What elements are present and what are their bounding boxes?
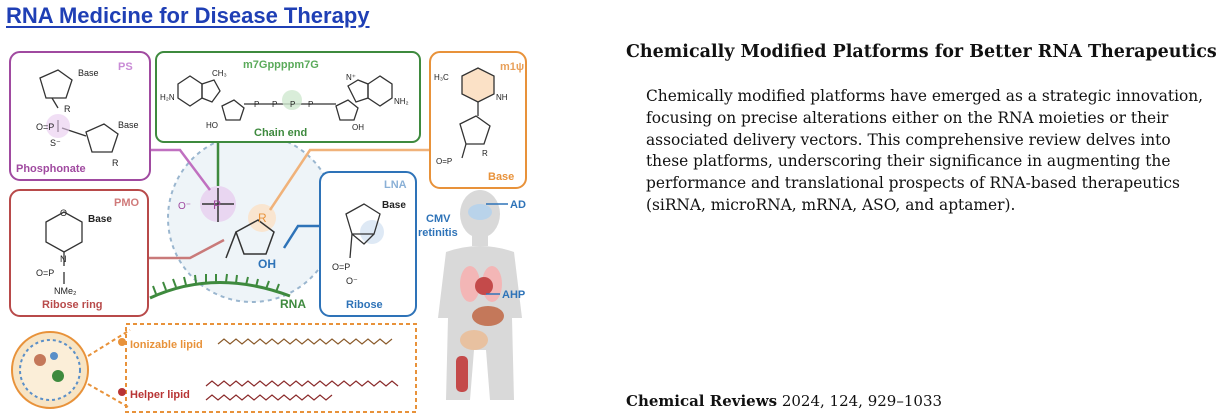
ps-r-2: R: [112, 158, 119, 168]
lna-o-eq-p: O=P: [332, 262, 350, 272]
connector-base: [268, 148, 432, 211]
lna-panel: [319, 171, 417, 317]
pmo-o-eq-p: O=P: [36, 268, 54, 278]
human-body-icon: [438, 190, 522, 400]
cap-p-3: P: [290, 100, 295, 109]
cap-label: m7Gppppm7G: [243, 59, 319, 71]
m1psi-ring-fill: [461, 67, 495, 103]
cap-n-plus: N⁺: [346, 73, 356, 82]
pmo-label: PMO: [114, 197, 140, 209]
pmo-nme2: NMe₂: [54, 286, 77, 296]
cap-p-4: P: [308, 100, 313, 109]
ribose-label: Ribose: [346, 299, 383, 311]
connector-lna: [282, 224, 320, 249]
pmo-structure: [45, 211, 83, 284]
ps-r-1: R: [64, 104, 71, 114]
citation-details: 2024, 124, 929–1033: [781, 392, 943, 410]
connector-ps: [150, 148, 211, 191]
lipid-nanoparticle-icon: [11, 331, 89, 409]
helper-lipid-label: Helper lipid: [130, 389, 190, 401]
central-oh-label: OH: [258, 257, 276, 271]
cmv-label: CMV: [426, 213, 451, 225]
lna-base: Base: [382, 200, 406, 211]
rna-label: RNA: [280, 297, 306, 311]
central-o-minus: O⁻: [178, 201, 191, 212]
m1psi-structure: [459, 102, 491, 159]
cap-phosphate-highlight: [282, 90, 302, 110]
ionizable-lipid-icon: [118, 338, 126, 346]
base-panel: [429, 51, 527, 189]
central-nucleotide: [202, 188, 275, 259]
ionizable-lipid-label: Ionizable lipid: [130, 339, 203, 351]
m1psi-h3c: H₃C: [434, 73, 449, 82]
base-panel-label: Base: [488, 171, 514, 183]
chain-end-label: Chain end: [254, 127, 307, 139]
ps-s-minus: S⁻: [50, 138, 61, 148]
abstract-text: Chemically modified platforms have emerg…: [646, 87, 1204, 214]
ahp-label: AHP: [502, 289, 525, 301]
page-title: RNA Medicine for Disease Therapy: [6, 3, 370, 28]
central-p: P: [213, 198, 221, 212]
ionizable-lipid-structure: [217, 338, 393, 345]
cap-p-2: P: [272, 100, 277, 109]
cap-h2n: H₂N: [160, 93, 175, 102]
cap-oh: OH: [352, 123, 364, 132]
cap-ho: HO: [206, 121, 218, 130]
lna-structure: [345, 203, 381, 259]
pmo-o: O: [60, 208, 67, 218]
cap-ch3: CH₃: [212, 69, 227, 78]
ps-base-2: Base: [118, 120, 139, 130]
ps-label: PS: [118, 61, 133, 73]
ps-base-1: Base: [78, 68, 99, 78]
helper-lipid-icon: [118, 388, 126, 396]
pmo-base: Base: [88, 214, 112, 225]
rna-modification-figure: P O⁻ R OH RNA PS Base Base R R O=P S⁻ Ph…: [0, 36, 600, 416]
ps-panel: [9, 51, 151, 181]
retinitis-label: retinitis: [418, 227, 458, 239]
citation: Chemical Reviews 2024, 124, 929–1033: [626, 392, 942, 410]
m1psi-label: m1ψ: [500, 61, 524, 73]
cap-nh2: NH₂: [394, 97, 409, 106]
pmo-n: N: [60, 254, 67, 264]
lna-label: LNA: [384, 179, 407, 191]
ad-label: AD: [510, 199, 526, 211]
cap-p-1: P: [254, 100, 259, 109]
section-title: Chemically Modified Platforms for Better…: [626, 42, 1217, 62]
phosphonate-label: Phosphonate: [16, 163, 86, 175]
pmo-panel: [9, 189, 149, 317]
lna-bridge-highlight: [360, 220, 384, 244]
m1psi-r: R: [482, 149, 488, 158]
central-r-label: R: [258, 211, 267, 225]
ribose-ring-label: Ribose ring: [42, 299, 103, 311]
journal-name: Chemical Reviews: [626, 392, 778, 410]
r-highlight: [248, 204, 276, 232]
ps-o-eq-p: O=P: [36, 122, 54, 132]
m1psi-o-eq-p: O=P: [436, 157, 452, 166]
connector-pmo: [148, 238, 225, 260]
lnp-dash-bottom: [87, 383, 131, 409]
m1psi-nh: NH: [496, 93, 508, 102]
lnp-dash-top: [87, 329, 131, 357]
rna-strand-icon: [149, 273, 291, 300]
ps-highlight: [46, 114, 70, 138]
lna-o-minus: O⁻: [346, 276, 358, 286]
helper-lipid-structure: [205, 380, 399, 401]
